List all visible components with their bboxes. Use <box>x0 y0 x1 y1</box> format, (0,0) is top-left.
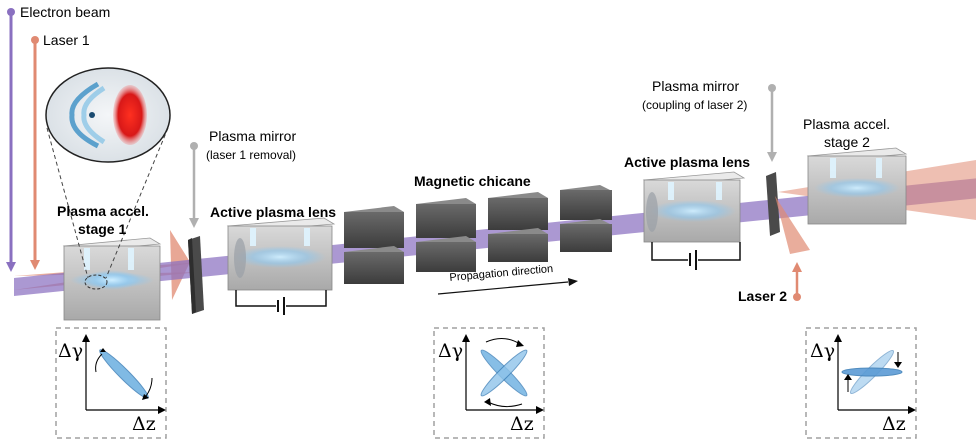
propagation-arrow <box>437 278 578 295</box>
stage-1-label-line1: Plasma accel. <box>57 203 149 219</box>
phase-space-1-x-axis-label: Δz <box>132 413 156 435</box>
plasma-mirror-1-note: (laser 1 removal) <box>206 148 297 162</box>
plasma-mirror-1-title: Plasma mirror <box>209 128 297 144</box>
plasma-mirror-2-title: Plasma mirror <box>652 78 740 94</box>
phase-space-2-x-axis-label: Δz <box>510 413 534 435</box>
magnet-1-bottom <box>344 246 404 284</box>
active-plasma-lens-1-label: Active plasma lens <box>210 204 337 220</box>
phase-space-2-y-axis-label: Δγ <box>438 340 464 362</box>
active-plasma-lens-2 <box>642 171 746 270</box>
plasma-mirror-1 <box>188 142 204 314</box>
electron-beam-legend <box>6 8 16 272</box>
electron-beam-label: Electron beam <box>20 4 111 20</box>
phase-space-box-3 <box>805 327 917 439</box>
phase-space-box-2 <box>433 327 545 439</box>
laser-1-label: Laser 1 <box>43 32 90 48</box>
magnet-4-bottom <box>560 219 612 252</box>
magnet-3-top <box>488 192 548 230</box>
stage-2-label-line2: stage 2 <box>824 134 870 150</box>
laser-1-legend <box>30 36 40 270</box>
phase-space-box-1 <box>55 327 167 439</box>
laser-2-label: Laser 2 <box>738 288 788 304</box>
bunch-ellipse-1 <box>99 349 149 399</box>
bunch-ellipse-2b <box>480 349 528 397</box>
magnet-2-bottom <box>416 236 476 272</box>
magnetic-chicane-label: Magnetic chicane <box>414 173 531 189</box>
active-plasma-lens-1 <box>226 217 336 315</box>
magnetic-chicane <box>344 185 612 284</box>
plasma-wake-inset <box>45 67 171 279</box>
magnet-3-bottom <box>488 228 548 262</box>
stage-2-label-line1: Plasma accel. <box>803 116 891 132</box>
plasma-mirror-2 <box>766 84 780 236</box>
magnet-2-top <box>416 198 476 238</box>
magnet-1-top <box>344 206 404 248</box>
plasma-stage-2 <box>806 147 908 225</box>
bunch-ellipse-3b <box>841 367 903 377</box>
plasma-stage-1 <box>62 237 162 321</box>
phase-space-3-y-axis-label: Δγ <box>810 340 836 362</box>
phase-space-1-y-axis-label: Δγ <box>58 340 84 362</box>
magnet-4-top <box>560 185 612 220</box>
stage-1-label-line2: stage 1 <box>78 221 127 237</box>
plasma-mirror-2-note: (coupling of laser 2) <box>642 98 748 112</box>
active-plasma-lens-2-label: Active plasma lens <box>624 154 751 170</box>
phase-space-3-x-axis-label: Δz <box>882 413 906 435</box>
